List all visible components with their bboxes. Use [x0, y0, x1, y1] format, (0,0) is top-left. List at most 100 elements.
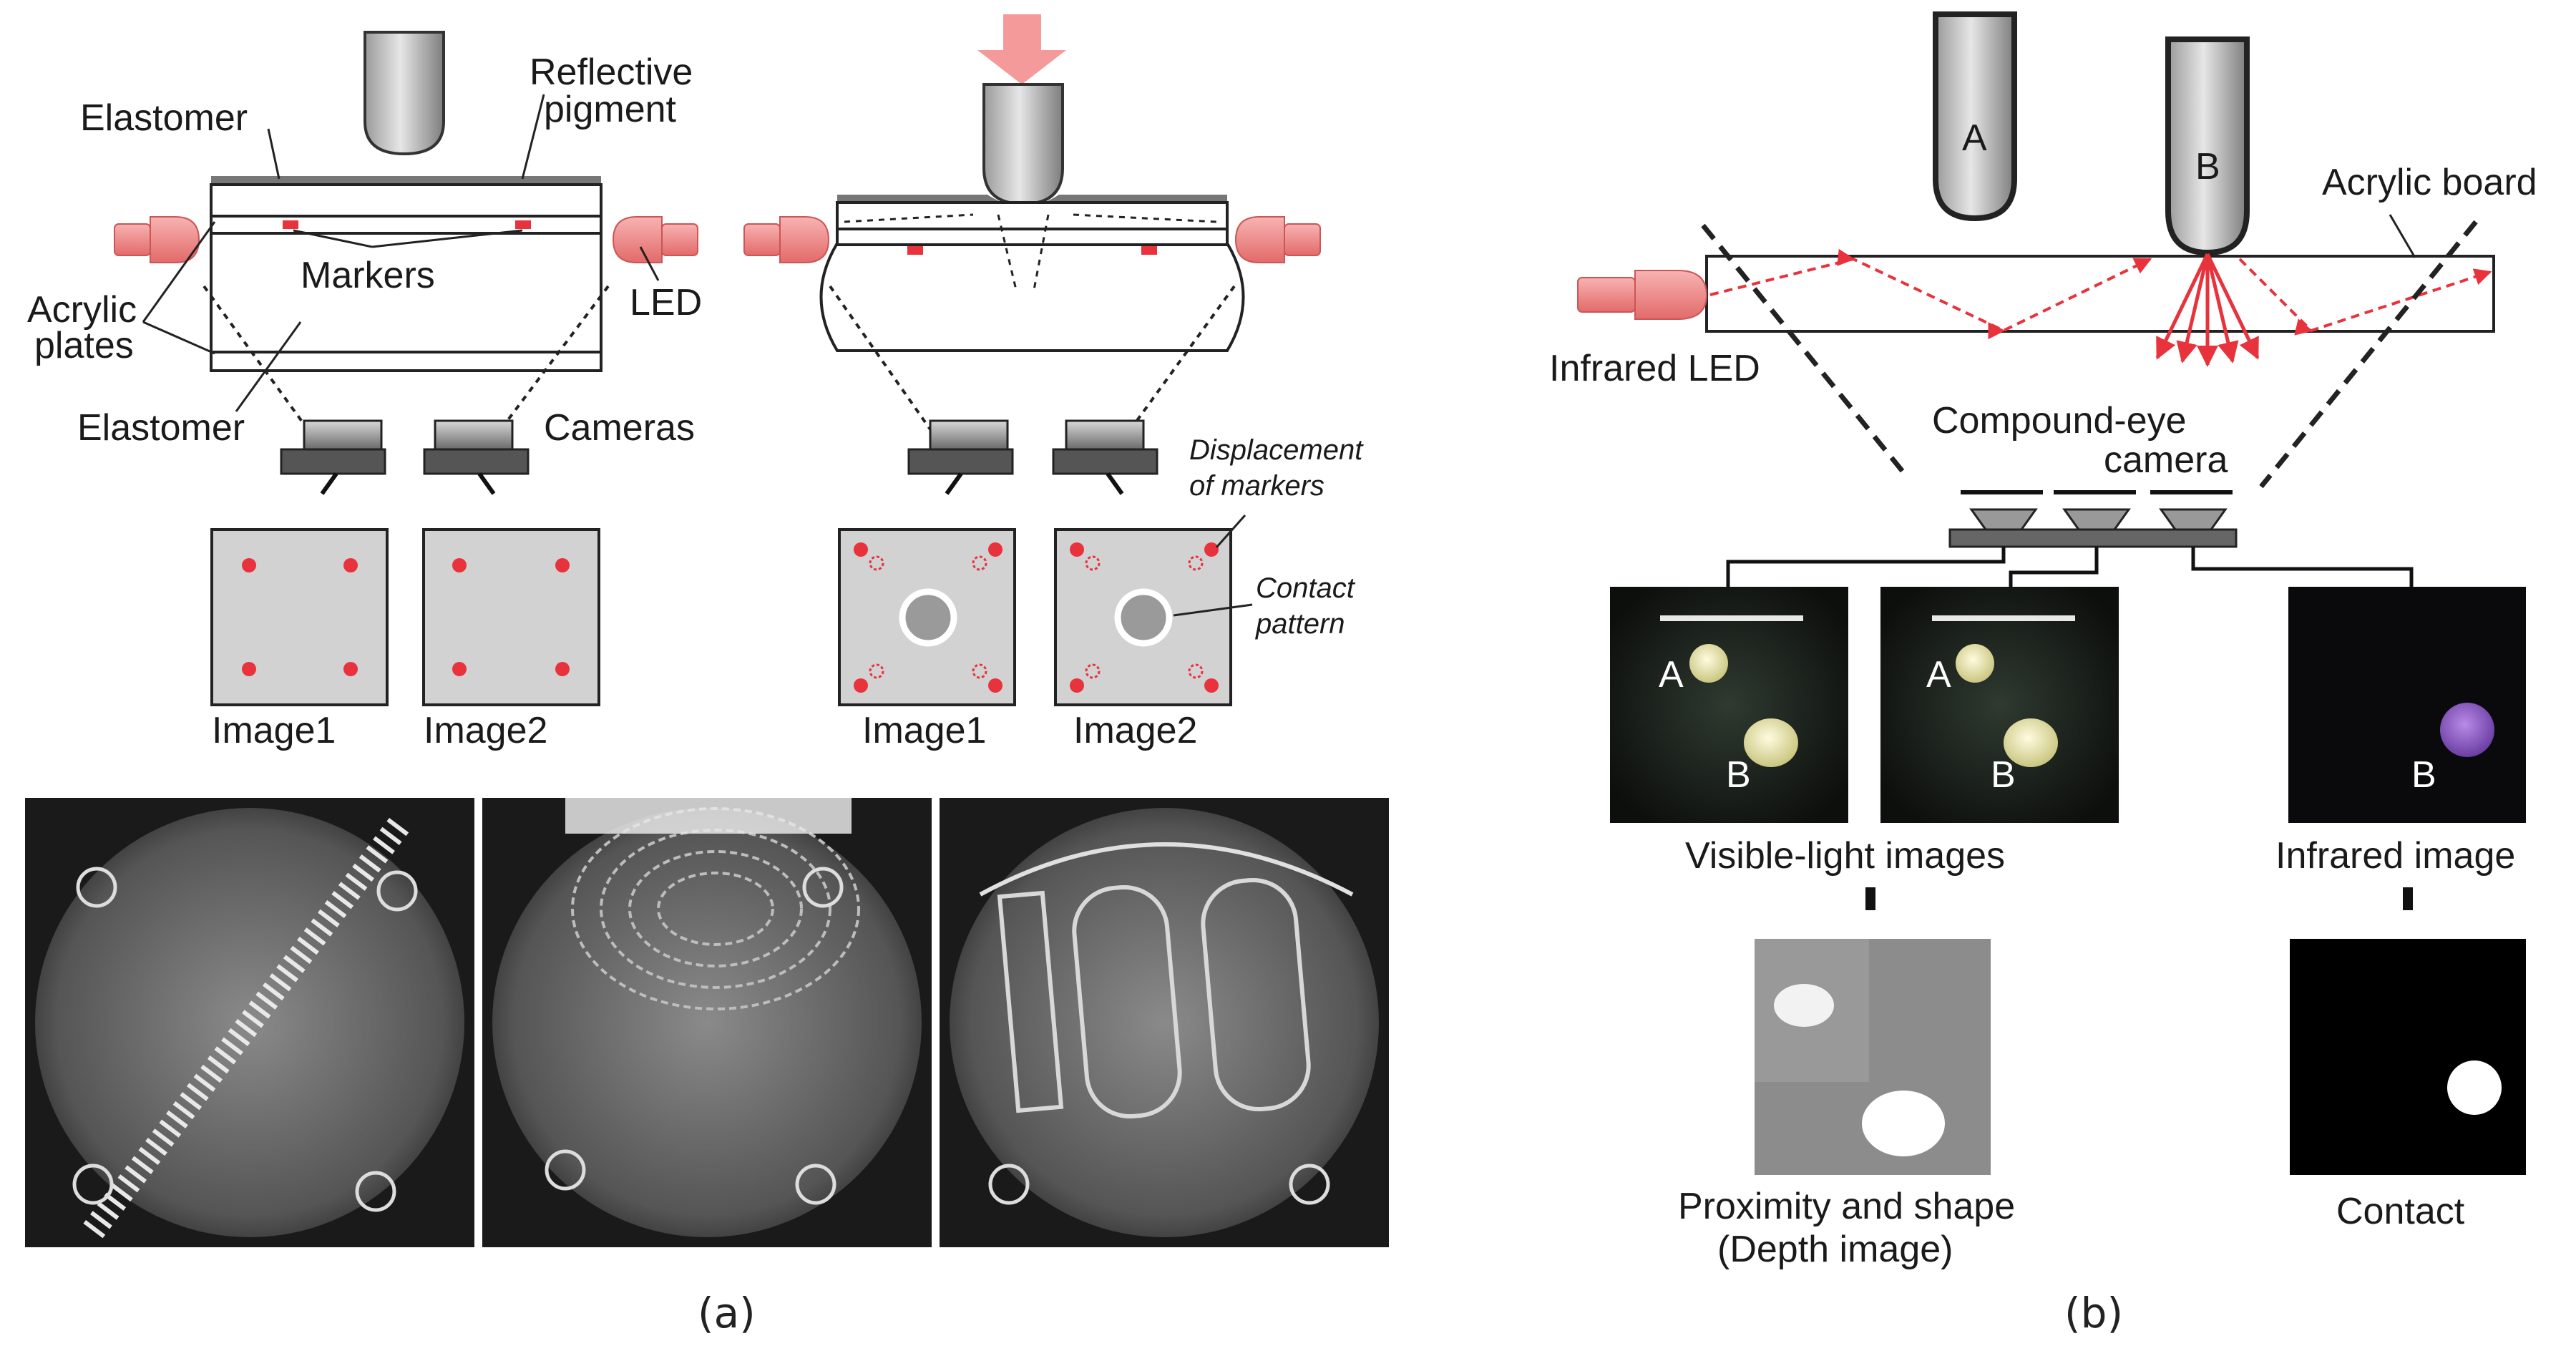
- marker-dot: [988, 678, 1002, 693]
- label-image2: Image2: [424, 710, 547, 751]
- led-icon: [743, 216, 830, 263]
- deform-line: [1033, 214, 1050, 291]
- scatter-ray: [2176, 253, 2210, 364]
- label-infrared-image: Infrared image: [2275, 835, 2515, 877]
- marker-dot: [242, 558, 256, 572]
- marker-dot: [343, 558, 358, 572]
- led-icon: [114, 216, 200, 263]
- leader-line: [267, 128, 280, 180]
- contact-pattern: [1114, 588, 1173, 647]
- reflective-pigment-layer: [211, 176, 601, 185]
- leader-line: [371, 229, 523, 248]
- marker-dot: [555, 662, 570, 676]
- deform-line: [844, 213, 974, 223]
- leader-line: [293, 229, 373, 248]
- camera-icon: [1052, 419, 1158, 495]
- marker: [907, 246, 923, 255]
- reflective-pigment-layer: [837, 195, 1227, 215]
- connector: [2009, 547, 2099, 587]
- label-plates: plates: [34, 325, 134, 366]
- img-label-a: A: [1659, 654, 1684, 696]
- visible-image-2: A B: [1880, 587, 2119, 823]
- caption-a: (a): [698, 1289, 756, 1337]
- label-elastomer-bottom: Elastomer: [77, 407, 245, 449]
- label-depth-image: (Depth image): [1717, 1229, 1953, 1270]
- marker-dot: [555, 558, 570, 572]
- leader-line: [639, 246, 660, 281]
- view-line: [499, 285, 610, 431]
- label-contact: Contact: [1256, 572, 1356, 604]
- leader-line: [142, 321, 215, 355]
- marker-dot-original: [1085, 663, 1101, 679]
- marker-dot: [242, 662, 256, 676]
- marker-dot-original: [972, 663, 987, 679]
- infrared-led-icon: [1577, 270, 1708, 320]
- label-pigment: pigment: [544, 89, 677, 130]
- deform-line: [1073, 213, 1217, 223]
- panel-a: Elastomer Reflective pigment Markers LED…: [25, 14, 1389, 1337]
- visible-image-1: A B: [1610, 587, 1848, 823]
- img-label-b: B: [2411, 754, 2436, 796]
- ir-ray: [2238, 258, 2492, 336]
- image-screen: [210, 528, 389, 706]
- marker: [283, 220, 298, 229]
- label-pattern: pattern: [1255, 608, 1345, 640]
- leader-line: [2389, 214, 2416, 258]
- scatter-ray: [2155, 253, 2210, 360]
- label-elastomer-top: Elastomer: [80, 97, 248, 139]
- marker-dot: [452, 558, 467, 572]
- label-image1: Image1: [212, 710, 336, 751]
- led-icon: [612, 216, 698, 263]
- sensor-pressed: Displacement of markers Contact pattern …: [743, 14, 1364, 751]
- camera-icon: [280, 419, 386, 495]
- label-visible-light-images: Visible-light images: [1685, 835, 2005, 877]
- scatter-ray: [2205, 253, 2239, 364]
- connector: [1726, 547, 2006, 587]
- marker-dot-original: [1188, 555, 1204, 571]
- label-image2: Image2: [1073, 710, 1197, 751]
- marker-dot-original: [1085, 555, 1101, 571]
- label-camera: camera: [2104, 439, 2228, 481]
- view-line: [2259, 220, 2478, 489]
- img-label-b: B: [1991, 754, 2016, 796]
- depth-image: [1755, 939, 1991, 1175]
- img-label-b: B: [1726, 754, 1751, 796]
- label-acrylic-board: Acrylic board: [2322, 162, 2537, 203]
- label-image1: Image1: [862, 710, 986, 751]
- probe-b-icon: [2165, 36, 2250, 256]
- sensor-body: [819, 201, 1245, 352]
- marker: [1141, 246, 1157, 255]
- label-acrylic: Acrylic: [27, 289, 137, 331]
- photo-coin: [940, 798, 1389, 1247]
- label-displacement: Displacement: [1189, 434, 1364, 466]
- sensor-rest: Elastomer Reflective pigment Markers LED…: [27, 31, 702, 751]
- marker-dot-original: [869, 663, 884, 679]
- marker-dot: [1204, 542, 1219, 557]
- press-arrow-icon: [977, 14, 1066, 84]
- marker-dot: [1070, 678, 1084, 693]
- label-of-markers: of markers: [1189, 470, 1324, 502]
- deform-line: [997, 214, 1018, 291]
- leader-line: [1173, 603, 1253, 617]
- image-screen: [422, 528, 600, 706]
- probe-icon: [982, 83, 1064, 206]
- caption-b: (b): [2064, 1289, 2123, 1337]
- marker-dot: [1204, 678, 1219, 693]
- marker-dot: [1070, 542, 1084, 557]
- probe-a-icon: [1933, 11, 2017, 222]
- img-label-a: A: [1926, 654, 1951, 696]
- camera-icon: [907, 419, 1014, 495]
- label-reflective: Reflective: [530, 52, 693, 93]
- label-compound-eye: Compound-eye: [1932, 400, 2187, 442]
- camera-icon: [423, 419, 530, 495]
- marker-dot: [988, 542, 1002, 557]
- led-icon: [1234, 216, 1321, 263]
- label-cameras: Cameras: [544, 407, 695, 449]
- infrared-image: B: [2288, 587, 2526, 823]
- marker-dot: [452, 662, 467, 676]
- marker-dot: [343, 662, 358, 676]
- pipeline-marker: [2403, 887, 2413, 910]
- panel-b: A B Acrylic board Infrared LED Compound-…: [1549, 11, 2537, 1337]
- marker-dot: [854, 678, 868, 693]
